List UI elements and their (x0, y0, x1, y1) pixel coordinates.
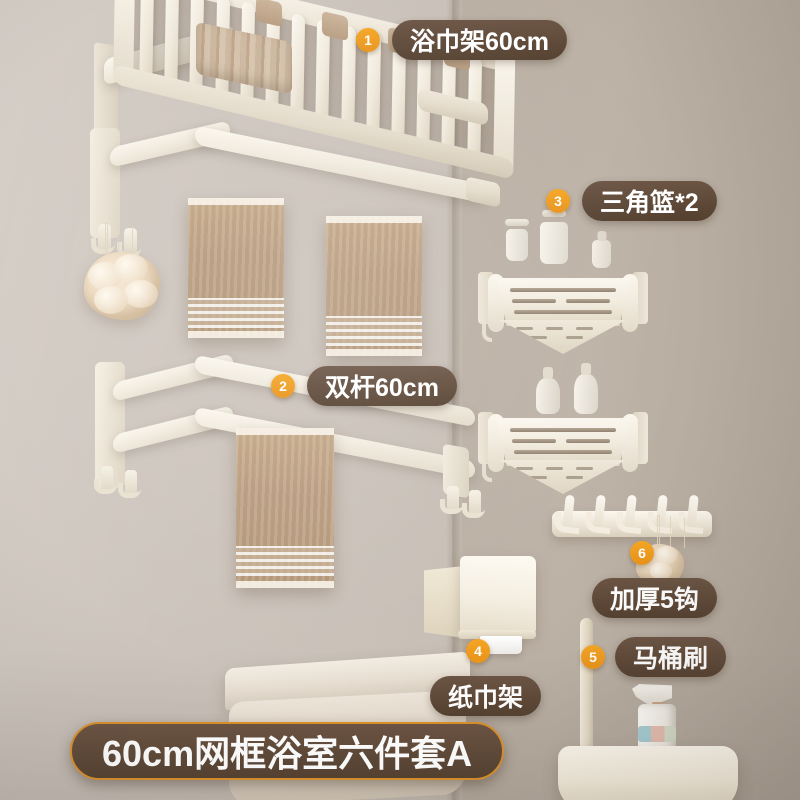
wall-hook[interactable] (593, 494, 606, 532)
mesh-slat (290, 12, 306, 120)
corner-basket-upper[interactable] (478, 252, 648, 354)
tissue-holder-side (424, 566, 464, 638)
basket-tray (500, 460, 626, 494)
rack2-hook[interactable] (440, 486, 463, 514)
toiletry-bottle (574, 363, 598, 414)
rack2-hook[interactable] (94, 466, 117, 494)
callout-label-2: 双杆60cm (307, 366, 457, 406)
product-title-banner: 60cm网框浴室六件套A (70, 722, 505, 780)
spray-label (638, 726, 676, 742)
wall-hook[interactable] (686, 494, 699, 532)
toiletry-bottle (536, 367, 560, 414)
callout-label-4: 纸巾架 (430, 676, 542, 716)
tissue-holder-face (460, 556, 536, 636)
callout-badge-4: 4 (466, 639, 490, 663)
bar-wall-plate (90, 128, 120, 238)
basket-front-panel (496, 278, 630, 326)
spray-bottle (632, 678, 678, 754)
hook-rail-5[interactable] (552, 494, 712, 549)
bar-hook[interactable] (91, 224, 115, 254)
basket-side-hook[interactable] (482, 324, 492, 342)
tissue-paper (480, 636, 522, 654)
basket-tray (500, 320, 626, 354)
callout-badge-2: 2 (271, 374, 295, 398)
mesh-slat (340, 24, 356, 132)
hanging-towel (188, 198, 284, 338)
callout-badge-1: 1 (356, 28, 380, 52)
wall-hook[interactable] (624, 494, 637, 532)
callout-label-5: 马桶刷 (615, 637, 727, 677)
spray-trigger (632, 684, 672, 706)
brush-caddy (558, 746, 738, 800)
rack2-hook[interactable] (462, 490, 485, 518)
soap-dispenser (540, 210, 568, 264)
tissue-holder-lip (458, 630, 536, 639)
callout-badge-6: 6 (630, 541, 654, 565)
toilet-brush-handle (580, 618, 593, 752)
towel-bar-with-hooks[interactable] (90, 120, 500, 258)
basket-front-panel (496, 418, 630, 466)
hanging-towel (326, 216, 422, 356)
rack2-hook[interactable] (118, 470, 141, 498)
callout-label-6: 加厚5钩 (592, 578, 717, 618)
loofah-sponge (84, 252, 160, 320)
callout-label-1: 浴巾架60cm (392, 20, 567, 60)
lotion-bottle (592, 231, 611, 268)
corner-basket-lower[interactable] (478, 392, 648, 494)
wall-hook[interactable] (562, 494, 575, 532)
basket-side-hook[interactable] (482, 464, 492, 482)
tissue-holder[interactable] (424, 556, 536, 654)
hanging-towel (236, 428, 334, 588)
towel-bar (195, 125, 485, 204)
soap-bottle (505, 219, 529, 261)
callout-badge-3: 3 (546, 189, 570, 213)
callout-label-3: 三角篮*2 (582, 181, 717, 221)
callout-badge-5: 5 (581, 645, 605, 669)
double-bar-rack[interactable] (94, 353, 485, 542)
